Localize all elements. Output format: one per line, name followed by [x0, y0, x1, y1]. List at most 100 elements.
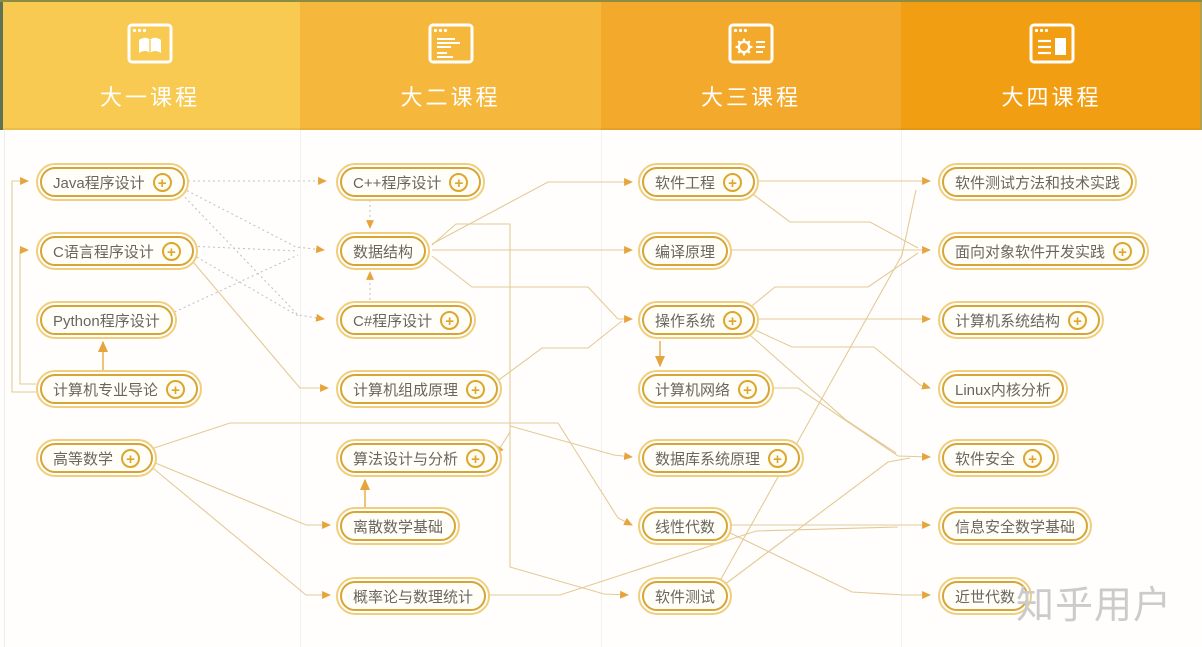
plus-icon[interactable]: +: [723, 172, 743, 192]
edge-line: [431, 178, 633, 245]
edge-line: [431, 255, 633, 323]
course-intro[interactable]: 计算机专业导论 +: [36, 370, 203, 408]
course-label: 计算机系统结构: [955, 312, 1061, 330]
screenshot-left-edge: [0, 2, 3, 130]
plus-icon[interactable]: +: [166, 379, 186, 399]
course-infosec-math[interactable]: 信息安全数学基础+: [938, 507, 1093, 545]
course-label: 软件测试方法和技术实践: [955, 174, 1121, 192]
edge-line: [715, 457, 911, 592]
course-label: C#程序设计: [353, 312, 433, 330]
course-label: 计算机专业导论: [53, 381, 159, 399]
course-label: C语言程序设计: [53, 243, 154, 261]
course-software-testing[interactable]: 软件测试+: [638, 577, 733, 615]
plus-icon[interactable]: +: [1113, 241, 1133, 261]
edge-line-dotted: [177, 189, 325, 322]
browser-gear-icon: [728, 23, 774, 64]
edge-line-dotted: [177, 185, 325, 254]
header-year3[interactable]: 大三课程: [601, 0, 901, 130]
edge-line: [764, 387, 931, 461]
course-label: Python程序设计: [53, 312, 160, 330]
header-year3-title: 大三课程: [700, 85, 801, 110]
course-label: 面向对象软件开发实践: [955, 243, 1106, 261]
edge-line: [723, 529, 931, 599]
course-network[interactable]: 计算机网络 +: [638, 370, 775, 408]
edge-line: [11, 177, 36, 393]
course-label: 操作系统: [655, 312, 716, 330]
plus-icon[interactable]: +: [449, 172, 469, 192]
course-label: 概率论与数理统计: [353, 588, 474, 606]
edge-line: [147, 463, 331, 599]
course-compiler[interactable]: 编译原理+: [638, 232, 733, 270]
edge-line: [486, 526, 899, 596]
edge-line-dotted: [169, 254, 299, 315]
course-java[interactable]: Java程序设计 +: [36, 163, 189, 201]
course-csharp[interactable]: C#程序设计 +: [336, 301, 477, 339]
header-year1[interactable]: 大一课程: [0, 0, 300, 130]
header-year4-title: 大四课程: [1001, 85, 1102, 110]
browser-text-icon: [428, 23, 473, 64]
course-oop-practice[interactable]: 面向对象软件开发实践 +: [938, 232, 1150, 270]
course-label: 近世代数: [955, 588, 1016, 606]
plus-icon[interactable]: +: [440, 310, 460, 330]
header-year4[interactable]: 大四课程: [901, 0, 1202, 130]
plus-icon[interactable]: +: [768, 448, 788, 468]
course-discrete-math[interactable]: 离散数学基础+: [336, 507, 461, 545]
course-label: 编译原理: [655, 243, 716, 261]
plus-icon[interactable]: +: [466, 379, 486, 399]
course-label: Java程序设计: [53, 174, 145, 192]
course-advanced-math[interactable]: 高等数学 +: [36, 439, 158, 477]
course-data-structure[interactable]: 数据结构+: [336, 232, 431, 270]
course-algorithm[interactable]: 算法设计与分析+: [336, 439, 503, 477]
edge-line: [147, 422, 633, 526]
plus-icon[interactable]: +: [161, 241, 181, 261]
edge-line: [741, 323, 931, 390]
course-modern-algebra[interactable]: 近世代数+: [938, 577, 1033, 615]
course-software-engineering[interactable]: 软件工程+: [638, 163, 760, 201]
plus-icon[interactable]: +: [1068, 310, 1088, 330]
edge-line: [19, 246, 36, 385]
course-database[interactable]: 数据库系统原理 +: [638, 439, 805, 477]
course-label: 计算机网络: [655, 381, 731, 399]
screenshot-top-edge: [0, 0, 1202, 2]
edge-line: [509, 425, 633, 461]
course-python[interactable]: Python程序设计+: [36, 301, 177, 339]
header-year2-title: 大二课程: [400, 85, 501, 110]
edge-line: [147, 459, 331, 529]
edge-line: [187, 255, 329, 392]
course-linear-algebra[interactable]: 线性代数+: [638, 507, 733, 545]
edge-line: [715, 189, 917, 589]
plus-icon[interactable]: +: [152, 172, 172, 192]
course-label: 线性代数: [655, 518, 716, 536]
course-linux-kernel[interactable]: Linux内核分析+: [938, 370, 1068, 408]
course-probability[interactable]: 概率论与数理统计+: [336, 577, 491, 615]
header-year1-title: 大一课程: [99, 85, 200, 110]
course-label: Linux内核分析: [955, 381, 1051, 399]
edge-line: [487, 320, 623, 389]
edge-line: [431, 223, 511, 455]
plus-icon[interactable]: +: [1023, 448, 1043, 468]
screenshot-left-edge-lower: [4, 130, 5, 647]
course-label: 软件测试: [655, 588, 716, 606]
edge-line: [741, 252, 919, 315]
course-architecture[interactable]: 计算机系统结构 +: [938, 301, 1105, 339]
course-c[interactable]: C语言程序设计 +: [36, 232, 198, 270]
course-cpp[interactable]: C++程序设计 +: [336, 163, 486, 201]
plus-icon[interactable]: +: [466, 448, 486, 468]
course-label: C++程序设计: [353, 174, 442, 192]
header-year2[interactable]: 大二课程: [300, 0, 601, 130]
plus-icon[interactable]: +: [738, 379, 758, 399]
course-label: 数据库系统原理: [655, 450, 761, 468]
edge-line-dotted: [187, 251, 301, 318]
plus-icon[interactable]: +: [121, 448, 141, 468]
course-label: 信息安全数学基础: [955, 518, 1076, 536]
course-label: 软件安全: [955, 450, 1016, 468]
course-software-security[interactable]: 软件安全 +: [938, 439, 1060, 477]
course-computer-organization[interactable]: 计算机组成原理+: [336, 370, 503, 408]
plus-icon[interactable]: +: [723, 310, 743, 330]
course-label: 数据结构: [353, 243, 414, 261]
course-testing-practice[interactable]: 软件测试方法和技术实践+: [938, 163, 1138, 201]
course-os[interactable]: 操作系统 +: [638, 301, 760, 339]
course-label: 高等数学: [53, 450, 114, 468]
